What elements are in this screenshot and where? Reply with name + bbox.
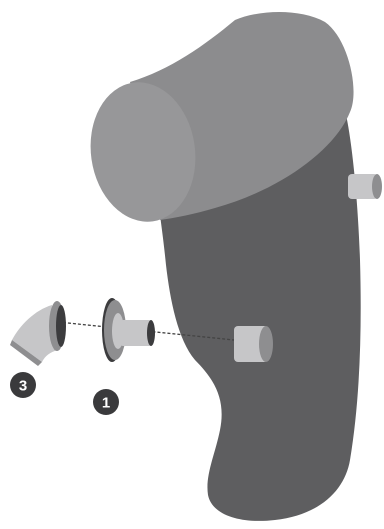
- callout-badge-3: 3: [10, 372, 36, 398]
- elbow-opening: [56, 305, 66, 347]
- side-outlet-opening: [372, 174, 382, 199]
- callout-badge-3-label: 3: [19, 378, 27, 395]
- flange-tube-opening: [147, 320, 155, 346]
- flange-connector: [102, 298, 155, 362]
- center-port: [234, 326, 273, 362]
- center-port-opening: [259, 326, 273, 362]
- callout-badge-1-label: 1: [102, 395, 110, 412]
- elbow-cap: [10, 301, 66, 366]
- side-outlet-fitting: [348, 174, 382, 199]
- callout-badge-1: 1: [93, 389, 119, 415]
